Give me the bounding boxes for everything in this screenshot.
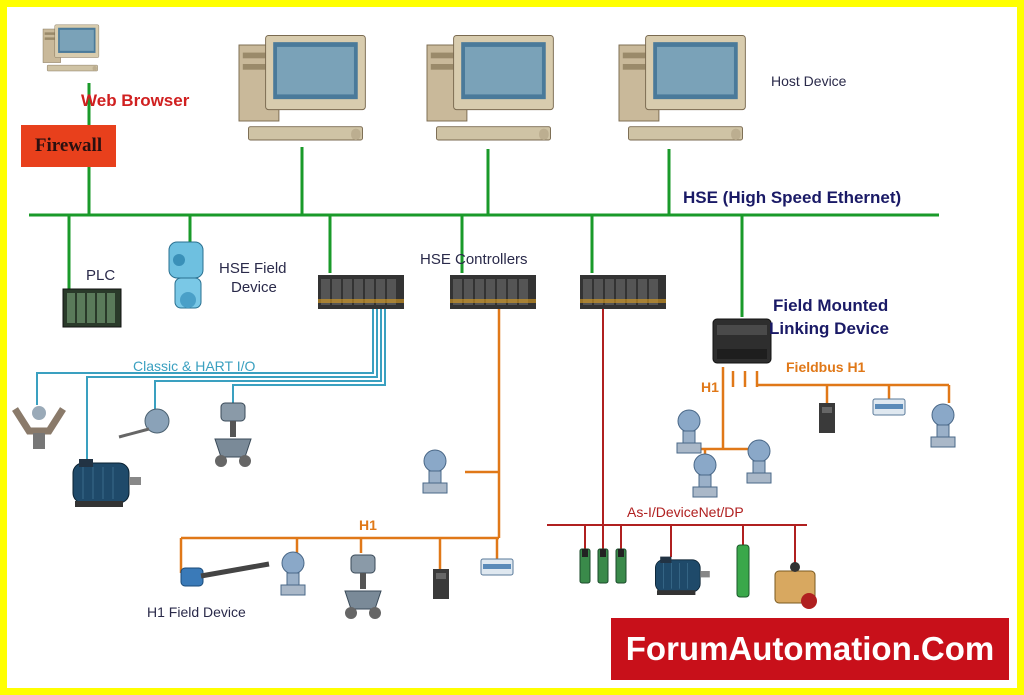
- pressure-transmitter-icon: [422, 449, 448, 494]
- hse-controllers-label: HSE Controllers: [420, 251, 528, 268]
- classic-io-wiring: [36, 309, 386, 459]
- asi-devicenet-dp-label: As-I/DeviceNet/DP: [627, 504, 744, 520]
- photo-sensor-icon: [736, 544, 750, 598]
- host-device-label: Host Device: [771, 73, 847, 89]
- h1-transmitter-icon: [280, 551, 306, 596]
- fieldbus-h1-label: Fieldbus H1: [786, 359, 866, 375]
- web-browser-label: Web Browser: [81, 91, 190, 110]
- h1-junction-icon: [433, 569, 449, 599]
- h1-right-label: H1: [701, 379, 719, 395]
- fieldbus-junction-icon: [819, 403, 835, 433]
- temperature-transmitter-icon: [118, 408, 170, 439]
- classic-hart-io-label: Classic & HART I/O: [133, 358, 256, 374]
- web-browser-computer-icon: [42, 24, 100, 72]
- hse-controller-2-icon: [450, 275, 536, 309]
- hse-field-device-label-line1: HSE Field: [219, 260, 287, 277]
- field-mounted-label-line2: Linking Device: [769, 319, 889, 338]
- brand-banner: ForumAutomation.Com: [611, 618, 1009, 680]
- fieldbus-transmitter-2-icon: [692, 453, 718, 498]
- temperature-probe-icon: [180, 561, 270, 587]
- asi-bus-wiring: [547, 309, 807, 565]
- plc-label: PLC: [86, 267, 116, 284]
- h1-bus-wiring: [179, 309, 501, 573]
- hse-field-device-icon: [168, 241, 204, 309]
- proximity-sensor-3-icon: [615, 548, 627, 584]
- linking-device-icon: [712, 318, 772, 364]
- h1-valve-icon: [344, 554, 382, 620]
- plc-icon: [62, 288, 122, 328]
- hse-controller-3-icon: [580, 275, 666, 309]
- motor-icon: [72, 458, 142, 508]
- field-mounted-label-line1: Field Mounted: [773, 296, 889, 315]
- diagram-graphics: [12, 24, 956, 620]
- firewall-box: Firewall: [21, 125, 116, 167]
- proximity-sensor-1-icon: [579, 548, 591, 584]
- asi-motor-icon: [655, 556, 711, 596]
- host-computer-3-icon: [618, 35, 746, 141]
- host-computer-1-icon: [238, 35, 366, 141]
- hse-bus: [29, 83, 939, 317]
- fieldbus-transmitter-4-icon: [930, 403, 956, 448]
- valve-actuator-icon: [774, 562, 817, 609]
- flowmeter-icon: [12, 406, 66, 449]
- host-computer-2-icon: [426, 35, 554, 141]
- fieldbus-transmitter-1-icon: [676, 409, 702, 454]
- control-valve-icon: [214, 402, 252, 468]
- hse-controller-1-icon: [318, 275, 404, 309]
- fieldbus-transmitter-3-icon: [746, 439, 772, 484]
- fieldbus-module-icon: [872, 398, 906, 416]
- h1-bottom-label: H1: [359, 517, 377, 533]
- hse-bus-label: HSE (High Speed Ethernet): [683, 188, 902, 207]
- h1-module-icon: [480, 558, 514, 576]
- h1-field-device-label: H1 Field Device: [147, 604, 246, 620]
- proximity-sensor-2-icon: [597, 548, 609, 584]
- hse-field-device-label-line2: Device: [231, 279, 277, 296]
